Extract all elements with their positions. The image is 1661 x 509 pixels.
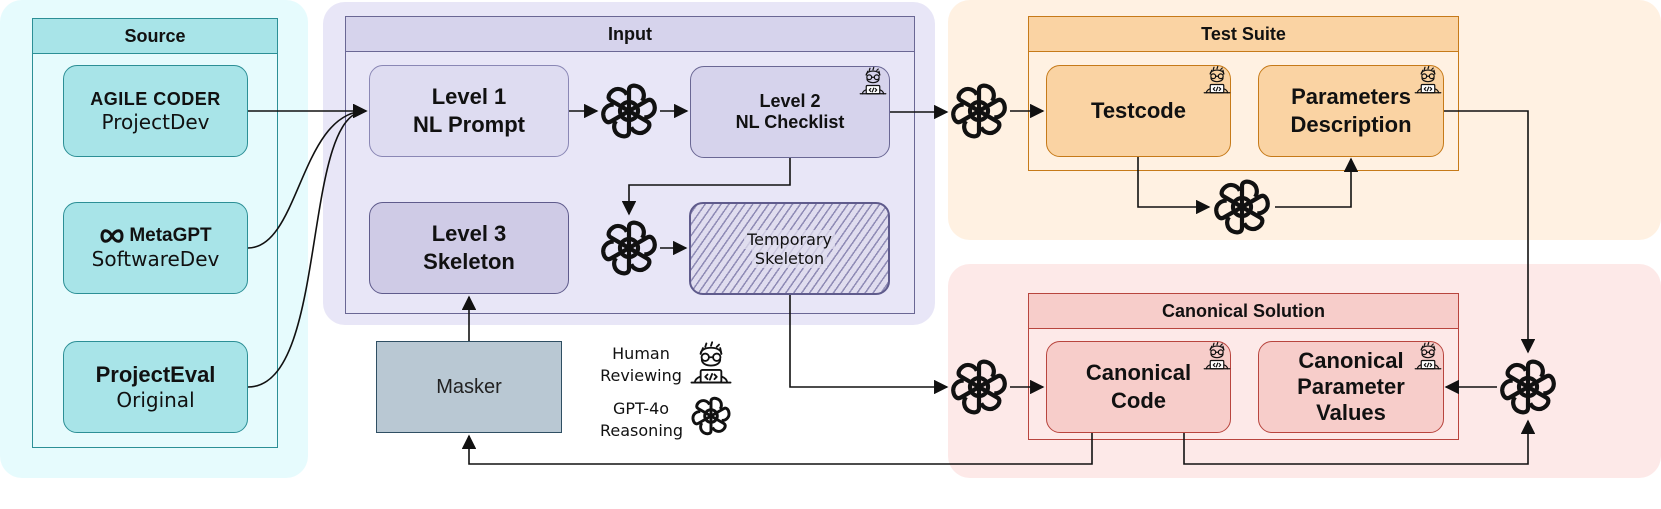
test-suite-panel: Test Suite: [1028, 16, 1459, 171]
projecteval-logo: ProjectEval: [95, 362, 216, 387]
legend-gpt-line1: GPT-4o: [612, 399, 670, 418]
metagpt-infinity-icon: [100, 229, 124, 243]
canonical-values-line1: Canonical: [1298, 348, 1404, 373]
level1-line1: Level 1: [431, 84, 507, 109]
metagpt-logo: MetaGPT: [129, 225, 212, 246]
canonical-values-node: Canonical Parameter Values: [1258, 341, 1444, 433]
legend-human-line1: Human: [612, 344, 670, 363]
source-panel: Source: [32, 18, 278, 448]
human-reviewer-icon: [690, 341, 732, 384]
canonical-title: Canonical Solution: [1029, 294, 1458, 329]
openai-icon: [691, 396, 731, 436]
level3-line1: Level 3: [431, 221, 507, 246]
legend-human-line2: Reviewing: [600, 366, 682, 385]
agile-coder-logo: AGILE CODER: [90, 88, 221, 109]
testcode-node: Testcode: [1046, 65, 1231, 157]
temporary-skeleton-node: Temporary Skeleton: [689, 202, 890, 295]
test-suite-title: Test Suite: [1029, 17, 1458, 52]
human-reviewer-icon: [1203, 341, 1231, 370]
testcode-label: Testcode: [1091, 98, 1186, 123]
human-reviewer-icon: [1203, 65, 1231, 94]
metagpt-node: MetaGPT SoftwareDev: [63, 202, 248, 294]
agile-coder-node: AGILE CODER ProjectDev: [63, 65, 248, 157]
canonical-panel: Canonical Solution: [1028, 293, 1459, 440]
input-title: Input: [346, 17, 914, 52]
metagpt-label: SoftwareDev: [91, 247, 220, 271]
edge-code-to-gpt-right: [1183, 419, 1536, 465]
input-panel: Input: [345, 16, 915, 314]
edge-code-to-masker: [461, 433, 1093, 465]
edge-params-to-gpt-right: [1444, 110, 1536, 354]
edge-gpt-to-params: [1275, 157, 1359, 208]
level3-line2: Skeleton: [423, 249, 515, 274]
openai-icon: [601, 83, 657, 139]
edge-temp-to-gpt-canonical: [789, 295, 949, 395]
temporary-skeleton-line1: Temporary: [744, 229, 835, 249]
human-reviewer-icon: [1414, 341, 1442, 370]
level1-line2: NL Prompt: [412, 112, 526, 137]
canonical-code-line1: Canonical: [1085, 360, 1192, 385]
human-reviewer-icon: [859, 66, 887, 95]
masker-label: Masker: [436, 375, 502, 398]
level2-node: Level 2 NL Checklist: [690, 66, 890, 158]
parameters-description-line1: Parameters: [1291, 84, 1411, 109]
parameters-description-line2: Description: [1290, 112, 1412, 137]
canonical-code-node: Canonical Code: [1046, 341, 1231, 433]
level1-node: Level 1 NL Prompt: [369, 65, 569, 157]
openai-icon: [1214, 179, 1270, 235]
agile-coder-label: ProjectDev: [101, 109, 210, 134]
masker-node: Masker: [376, 341, 562, 433]
openai-icon: [1500, 359, 1556, 415]
legend-gpt-line2: Reasoning: [600, 421, 684, 440]
metagpt-logo-row: MetaGPT: [99, 225, 212, 247]
parameters-description-node: Parameters Description: [1258, 65, 1444, 157]
temporary-skeleton-line2: Skeleton: [751, 248, 828, 268]
human-reviewer-icon: [1414, 65, 1442, 94]
openai-icon: [951, 83, 1007, 139]
edge-testcode-to-gpt: [1137, 157, 1211, 215]
source-title: Source: [33, 19, 277, 54]
projecteval-label: Original: [116, 388, 195, 412]
level3-node: Level 3 Skeleton: [369, 202, 569, 294]
legend-gpt-text: GPT-4o Reasoning: [600, 398, 684, 442]
projecteval-node: ProjectEval Original: [63, 341, 248, 433]
openai-icon: [601, 220, 657, 276]
legend-human-text: Human Reviewing: [600, 343, 682, 387]
edge-metagpt-to-level1: [247, 103, 368, 249]
openai-icon: [951, 359, 1007, 415]
level2-line1: Level 2: [759, 91, 821, 111]
canonical-values-line3: Values: [1316, 400, 1386, 425]
level2-line2: NL Checklist: [735, 112, 845, 132]
edge-projecteval-to-level1: [247, 103, 368, 388]
canonical-values-line2: Parameter: [1297, 374, 1405, 399]
edge-level2-to-gpt-skeleton: [621, 158, 791, 216]
canonical-code-line2: Code: [1111, 388, 1166, 413]
